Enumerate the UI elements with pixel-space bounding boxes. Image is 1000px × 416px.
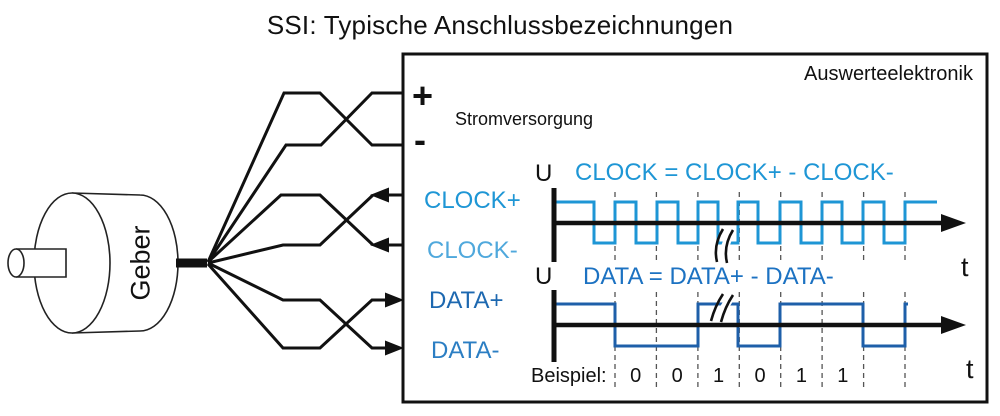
data-u-axis-label: U — [535, 263, 553, 290]
wire-clock-b — [207, 193, 375, 265]
example-label: Beispiel: — [531, 365, 607, 387]
wire-arrowheads — [370, 187, 404, 356]
example-bit-value: 0 — [754, 365, 766, 387]
data-t-axis-label: t — [966, 354, 974, 384]
electronics-box-label: Auswerteelektronik — [804, 63, 973, 85]
diagram-title: SSI: Typische Anschlussbezeichnungen — [266, 10, 734, 40]
terminal-plus-label: + — [412, 75, 434, 116]
encoder-shaft — [16, 248, 67, 278]
clock-plus-arrow-icon — [370, 187, 389, 203]
example-bit-value: 1 — [713, 365, 725, 387]
encoder-cylinder — [7, 192, 179, 334]
clock-t-axis-arrow-icon — [941, 214, 966, 232]
power-section-label: Stromversorgung — [455, 109, 594, 129]
clock-equation-label: CLOCK = CLOCK+ - CLOCK- — [575, 159, 894, 186]
terminal-minus-label: - — [414, 119, 426, 160]
data-t-axis-arrow-icon — [941, 316, 966, 334]
wire-power-b — [206, 91, 404, 263]
example-bit-value: 1 — [795, 365, 807, 387]
example-bit-value: 0 — [671, 365, 683, 387]
data-plus-arrow-icon — [385, 292, 404, 308]
data-break-mark — [709, 291, 737, 323]
terminal-data-minus-label: DATA- — [431, 337, 500, 364]
data-equation-label: DATA = DATA+ - DATA- — [583, 263, 834, 290]
wire-data-b — [206, 263, 386, 350]
shaft-end-cap — [7, 248, 25, 278]
terminal-data-plus-label: DATA+ — [429, 287, 504, 314]
clock-u-axis-label: U — [535, 160, 553, 187]
wire-data-a — [207, 261, 386, 350]
wires — [206, 91, 404, 350]
data-minus-arrow-icon — [385, 340, 404, 356]
terminal-clock-minus-label: CLOCK- — [427, 237, 518, 264]
electronics-box — [401, 52, 989, 404]
clock-t-axis-label: t — [961, 252, 969, 282]
clock-axes — [551, 188, 944, 262]
clock-minus-arrow-icon — [370, 237, 389, 253]
encoder-label: Geber — [125, 225, 156, 301]
example-bit-value: 0 — [630, 365, 642, 387]
terminal-clock-plus-label: CLOCK+ — [424, 187, 521, 214]
wire-power-a — [206, 91, 404, 263]
clock-break-mark — [714, 228, 735, 264]
data-axes — [551, 290, 944, 362]
data-waveform — [556, 302, 908, 348]
example-bit-value: 1 — [837, 365, 849, 387]
